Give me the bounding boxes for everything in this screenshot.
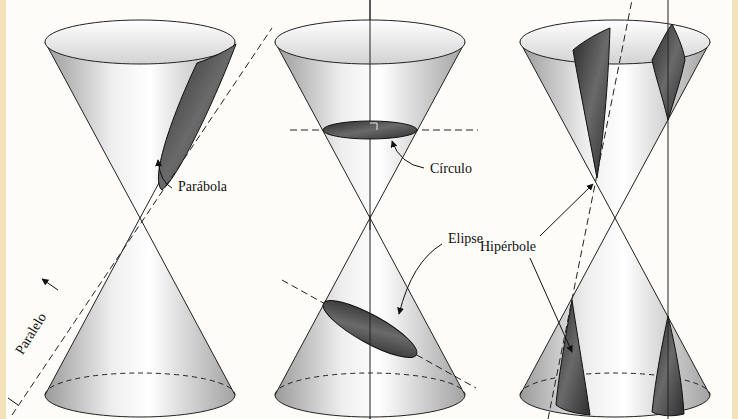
leader-line xyxy=(392,141,424,168)
hyperbola-branch xyxy=(556,300,590,415)
lower-nappe xyxy=(520,218,710,417)
right-angle-mark xyxy=(370,123,377,130)
leader-line xyxy=(540,184,593,236)
dimension-arrow xyxy=(42,279,58,290)
double-cone xyxy=(520,0,710,419)
parabola-section xyxy=(158,44,236,190)
leader-line xyxy=(530,258,572,352)
cone-axis xyxy=(370,0,371,230)
conic-label: Círculo xyxy=(428,160,474,177)
leader-line xyxy=(158,160,172,188)
cone-axis xyxy=(370,0,371,419)
double-cone xyxy=(275,0,478,419)
double-cone xyxy=(12,20,272,417)
lower-nappe xyxy=(45,218,235,417)
parallel-mark xyxy=(8,279,58,405)
cone-rim xyxy=(45,20,235,64)
upper-nappe xyxy=(45,42,235,218)
cutting-plane xyxy=(548,0,632,419)
cutting-plane xyxy=(668,0,669,419)
dimension-tick xyxy=(8,398,18,405)
conic-label: Hipérbole xyxy=(478,238,538,255)
conic-label: Parábola xyxy=(176,178,229,195)
hidden-edge xyxy=(45,373,235,395)
hyperbola-branch xyxy=(573,28,610,178)
leader-line xyxy=(399,244,442,314)
conic-label: Elipse xyxy=(446,230,485,247)
cutting-plane xyxy=(282,280,476,388)
cone-axis xyxy=(370,215,371,419)
circle-section xyxy=(323,121,417,139)
cutting-plane xyxy=(12,28,272,415)
conic-label: Paralelo xyxy=(10,308,51,360)
